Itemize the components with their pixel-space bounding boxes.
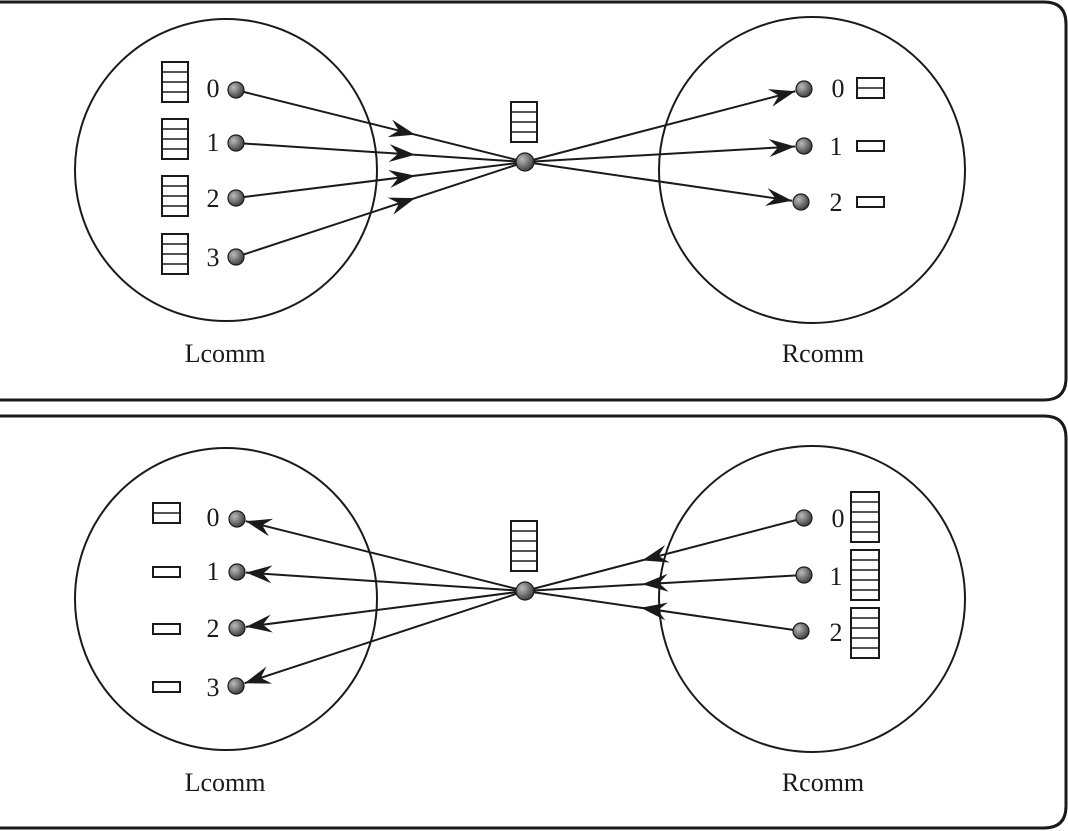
deliver-arrowhead-3	[244, 666, 273, 684]
deliver-arrow-line-2	[524, 161, 793, 202]
send-arrow-line-0	[235, 89, 526, 163]
lcomm-label: Lcomm	[185, 768, 266, 797]
lcomm-rank-0: 0	[207, 74, 220, 103]
lcomm-group-circle	[74, 18, 378, 322]
lcomm-process-node-3	[227, 248, 245, 266]
deliver-arrow-line-3	[244, 590, 526, 685]
send-arrowhead-3	[387, 197, 416, 215]
lcomm-process-node-3	[227, 677, 245, 695]
lcomm-rank-1: 1	[207, 557, 220, 586]
rcomm-rank-1: 1	[830, 132, 843, 161]
rcomm-rank-2: 2	[830, 618, 843, 647]
lcomm-process-node-2	[227, 189, 245, 207]
intercomm-hub-node	[515, 581, 535, 601]
lcomm-rank-2: 2	[207, 184, 220, 213]
lcomm-process-node-2	[228, 619, 246, 637]
panel-bottom-border	[0, 414, 1068, 830]
lcomm-process-node-1	[227, 134, 245, 152]
send-arrow-line-1	[524, 574, 805, 592]
panel-top-border	[0, 0, 1068, 402]
rcomm-process-node-1	[795, 137, 813, 155]
rcomm-process-node-2	[792, 193, 810, 211]
lcomm-rank-1: 1	[207, 128, 220, 157]
send-arrowhead-2	[640, 602, 668, 621]
lcomm-process-node-0	[228, 510, 246, 528]
rcomm-rank-2: 2	[830, 188, 843, 217]
rcomm-label: Rcomm	[782, 339, 864, 368]
panel-bottom: Lcomm Rcomm 0 1 2 3 0 1 2	[0, 414, 1068, 830]
deliver-arrowhead-0	[767, 89, 796, 107]
lcomm-group-circle	[74, 447, 378, 751]
send-arrowhead-0	[387, 119, 416, 138]
send-arrow-line-2	[524, 590, 802, 632]
send-arrowhead-1	[388, 144, 416, 163]
lcomm-rank-3: 3	[207, 673, 220, 702]
deliver-arrow-line-1	[245, 571, 526, 592]
send-arrow-line-0	[524, 517, 805, 592]
deliver-arrow-line-1	[524, 145, 796, 163]
deliver-arrowhead-1	[768, 139, 796, 157]
rcomm-group-circle	[658, 445, 966, 753]
intercomm-hub-node	[515, 152, 535, 172]
rcomm-group-circle	[658, 16, 966, 324]
intercomm-buffer	[510, 520, 538, 572]
send-arrow-line-3	[235, 161, 526, 258]
rcomm-process-node-0	[795, 509, 813, 527]
lcomm-process-node-1	[228, 563, 246, 581]
lcomm-process-node-0	[227, 81, 245, 99]
deliver-arrow-line-0	[245, 520, 526, 592]
send-arrow-line-1	[235, 142, 526, 163]
deliver-arrowhead-2	[245, 614, 273, 633]
rcomm-rank-0: 0	[832, 504, 845, 533]
rcomm-rank-1: 1	[830, 562, 843, 591]
lcomm-label: Lcomm	[185, 339, 266, 368]
deliver-arrowhead-2	[765, 188, 793, 206]
lcomm-recv-buffer-1	[152, 566, 181, 578]
rcomm-process-node-1	[795, 566, 813, 584]
lcomm-rank-2: 2	[207, 614, 220, 643]
send-arrow-line-2	[235, 161, 526, 199]
lcomm-rank-3: 3	[207, 243, 220, 272]
rcomm-process-node-0	[795, 80, 813, 98]
send-arrowhead-1	[642, 573, 669, 592]
lcomm-recv-buffer-2	[152, 623, 181, 635]
rcomm-rank-0: 0	[832, 74, 845, 103]
send-arrowhead-2	[388, 169, 416, 188]
diagram-marks	[152, 61, 885, 695]
rcomm-send-buffer-0	[850, 491, 880, 543]
rcomm-send-buffer-1	[850, 549, 880, 601]
deliver-arrow-line-0	[524, 90, 796, 163]
deliver-arrowhead-0	[245, 518, 274, 537]
rcomm-label: Rcomm	[782, 768, 864, 797]
rcomm-send-buffer-2	[850, 607, 880, 659]
send-arrowhead-0	[642, 545, 670, 563]
rcomm-process-node-2	[792, 622, 810, 640]
rcomm-recv-buffer-2	[856, 196, 885, 208]
panel-top: Lcomm Rcomm 0 1 2 3 0 1 2	[0, 0, 1068, 402]
rcomm-recv-buffer-1	[856, 140, 885, 152]
deliver-arrow-line-2	[245, 590, 526, 628]
lcomm-rank-0: 0	[207, 503, 220, 532]
lcomm-recv-buffer-3	[152, 681, 181, 693]
deliver-arrowhead-1	[245, 565, 273, 584]
